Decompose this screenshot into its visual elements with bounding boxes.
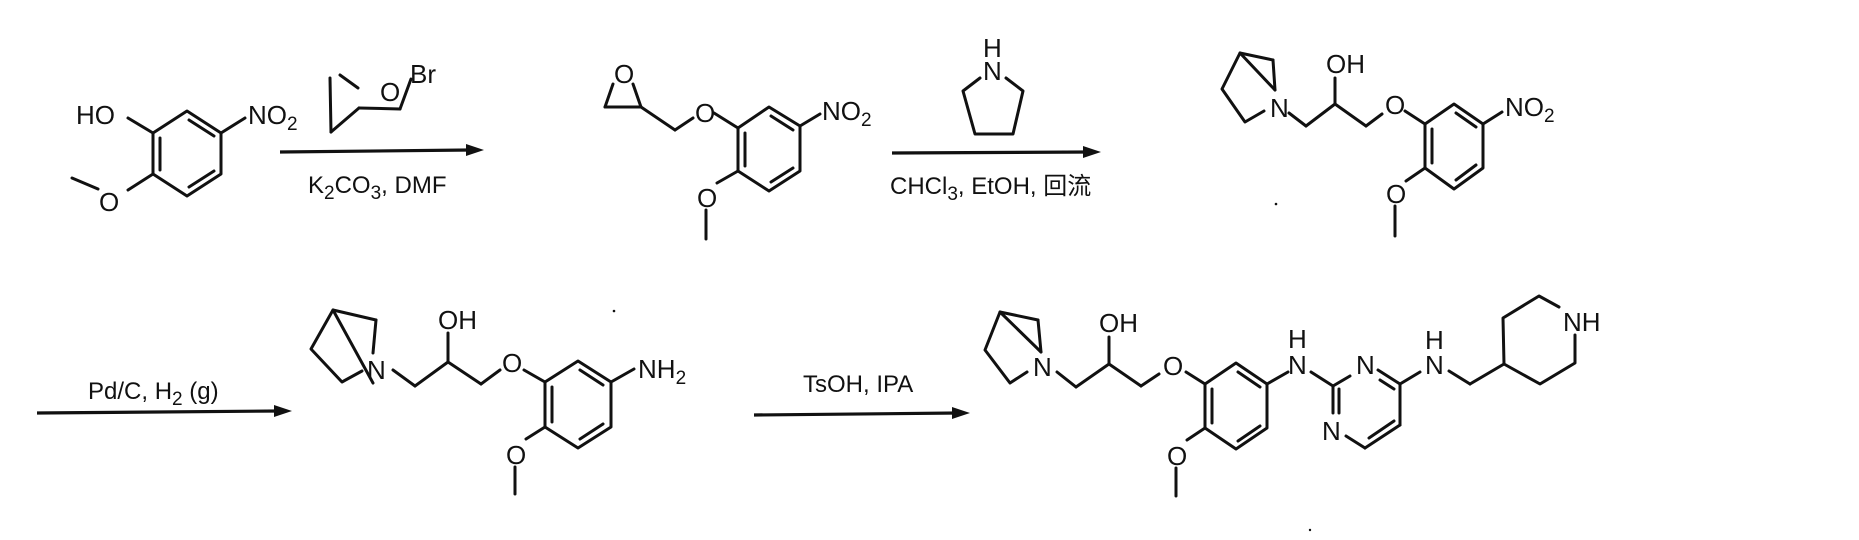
ome-o-label: O: [1167, 441, 1187, 471]
compound-4-aniline-aminoalcohol: N OH O NH2 O: [309, 305, 686, 496]
step-1-arrow: O Br K2CO3, DMF: [279, 59, 484, 204]
nh-2-h-label: H: [1425, 325, 1444, 355]
step-2-arrow: H N CHCl3, EtOH, 回流: [890, 33, 1101, 205]
oh-label: OH: [438, 305, 477, 335]
reagent-pyrrolidine: H N: [961, 33, 1025, 136]
n-label: N: [367, 355, 386, 385]
step-3-arrow: Pd/C, H2 (g): [36, 378, 292, 417]
n-label: N: [1033, 352, 1052, 382]
ether-o-label: O: [1163, 351, 1183, 381]
compound-1-nitrophenol: HO NO2 O: [70, 100, 298, 217]
pyrimidine-n3-label: N: [1356, 350, 1375, 380]
ether-o-label: O: [502, 348, 522, 378]
br-label: Br: [410, 59, 436, 89]
nh-2-n-label: N: [1425, 350, 1444, 380]
ether-o-label: O: [695, 98, 715, 128]
oh-label: OH: [1099, 308, 1138, 338]
speck: [612, 309, 616, 313]
no2-label: NO2: [1505, 92, 1555, 127]
ome-o-label: O: [697, 183, 717, 213]
nh2-label: NH2: [638, 354, 686, 389]
step-1-conditions: K2CO3, DMF: [308, 172, 447, 204]
epoxide-o-label: O: [614, 59, 634, 89]
n-label: N: [1270, 93, 1289, 123]
compound-5-final-product: N OH O O H N N N H: [983, 294, 1601, 498]
step-4-arrow: TsOH, IPA: [753, 371, 970, 419]
speck: [1274, 202, 1278, 206]
nh-1-n-label: N: [1288, 350, 1307, 380]
compound-3-nitro-aminoalcohol: N OH O NO2 O: [1220, 49, 1555, 238]
step-4-conditions: TsOH, IPA: [803, 371, 913, 398]
ome-o-label: O: [99, 187, 119, 217]
ether-o-label: O: [1385, 90, 1405, 120]
pyrrolidine-n-label: N: [983, 56, 1002, 86]
ome-o-label: O: [1386, 179, 1406, 209]
pyrrolidine-h-label: H: [983, 33, 1002, 63]
piperidine-nh-label: NH: [1563, 307, 1601, 337]
oh-label: OH: [1326, 49, 1365, 79]
speck: [1308, 528, 1312, 532]
ome-o-label: O: [506, 440, 526, 470]
pyrimidine-n1-label: N: [1322, 416, 1341, 446]
oh-label: HO: [76, 100, 115, 130]
step-3-conditions: Pd/C, H2 (g): [88, 378, 219, 410]
no2-label: NO2: [822, 96, 872, 131]
compound-2-glycidyl-ether: O O NO2 O: [603, 59, 872, 241]
no2-label: NO2: [248, 100, 298, 135]
reagent-epibromohydrin: O Br: [328, 59, 436, 134]
step-2-conditions: CHCl3, EtOH, 回流: [890, 173, 1091, 205]
epoxide-o-label: O: [380, 77, 400, 107]
nh-1-h-label: H: [1288, 324, 1307, 354]
